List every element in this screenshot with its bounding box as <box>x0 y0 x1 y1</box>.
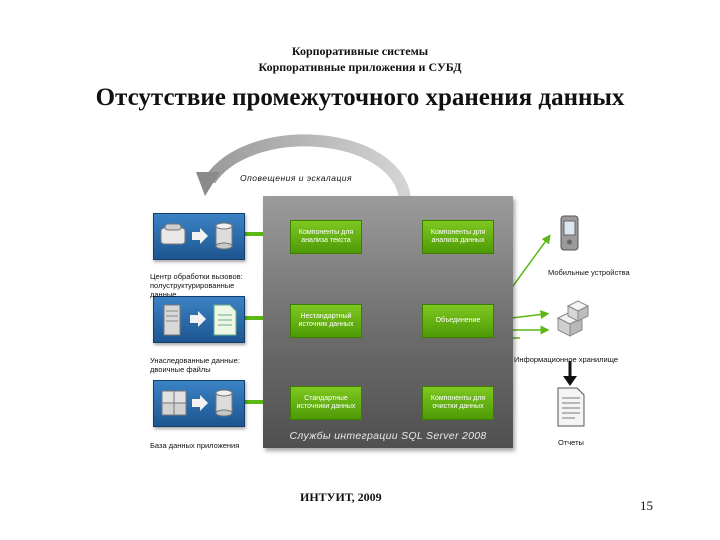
label-legacy: Унаследованные данные: двоичные файлы <box>150 356 240 374</box>
label-reports: Отчеты <box>558 438 584 447</box>
page-number: 15 <box>640 498 653 513</box>
source-call-center <box>153 213 245 260</box>
header-line-1: Корпоративные системы <box>291 44 429 58</box>
box-text-analysis: Компоненты для анализа текста <box>290 220 362 254</box>
label-warehouse: Информационное хранилище <box>514 355 618 364</box>
source-legacy <box>153 296 245 343</box>
slide-title: Отсутствие промежуточного хранения данны… <box>95 84 625 111</box>
mobile-device-icon <box>560 215 579 251</box>
arc-label: Оповещения и эскалация <box>240 173 353 183</box>
phone-icon <box>160 223 186 245</box>
server-icon <box>163 304 181 336</box>
arrow-right-icon <box>190 311 206 327</box>
box-nonstandard-source: Нестандартный источник данных <box>290 304 362 338</box>
arrow-warehouse-to-reports-head <box>563 376 577 386</box>
escalation-arc-head <box>196 172 220 196</box>
server-stack-icon <box>161 390 187 416</box>
label-call-center: Центр обработки вызовов: полуструктуриро… <box>150 272 243 299</box>
escalation-arc <box>205 134 411 200</box>
arrow-right-icon <box>192 228 208 244</box>
box-standard-sources: Стандартные источники данных <box>290 386 362 420</box>
document-icon <box>213 304 237 336</box>
database-icon <box>215 222 233 250</box>
header-line-2: Корпоративные приложения и СУБД <box>258 60 462 74</box>
panel-caption: Службы интеграции SQL Server 2008 <box>289 430 487 442</box>
warehouse-cubes-icon <box>556 300 590 337</box>
source-app-db <box>153 380 245 427</box>
box-data-cleansing: Компоненты для очистки данных <box>422 386 494 420</box>
box-data-analysis: Компоненты для анализа данных <box>422 220 494 254</box>
arrow-right-icon <box>192 395 208 411</box>
box-merge: Объединение <box>422 304 494 338</box>
database-icon <box>215 389 233 417</box>
footer-org: ИНТУИТ, 2009 <box>300 490 382 504</box>
label-mobile: Мобильные устройства <box>548 268 630 277</box>
report-document-icon <box>557 387 585 427</box>
label-app-db: База данных приложения <box>150 441 240 450</box>
